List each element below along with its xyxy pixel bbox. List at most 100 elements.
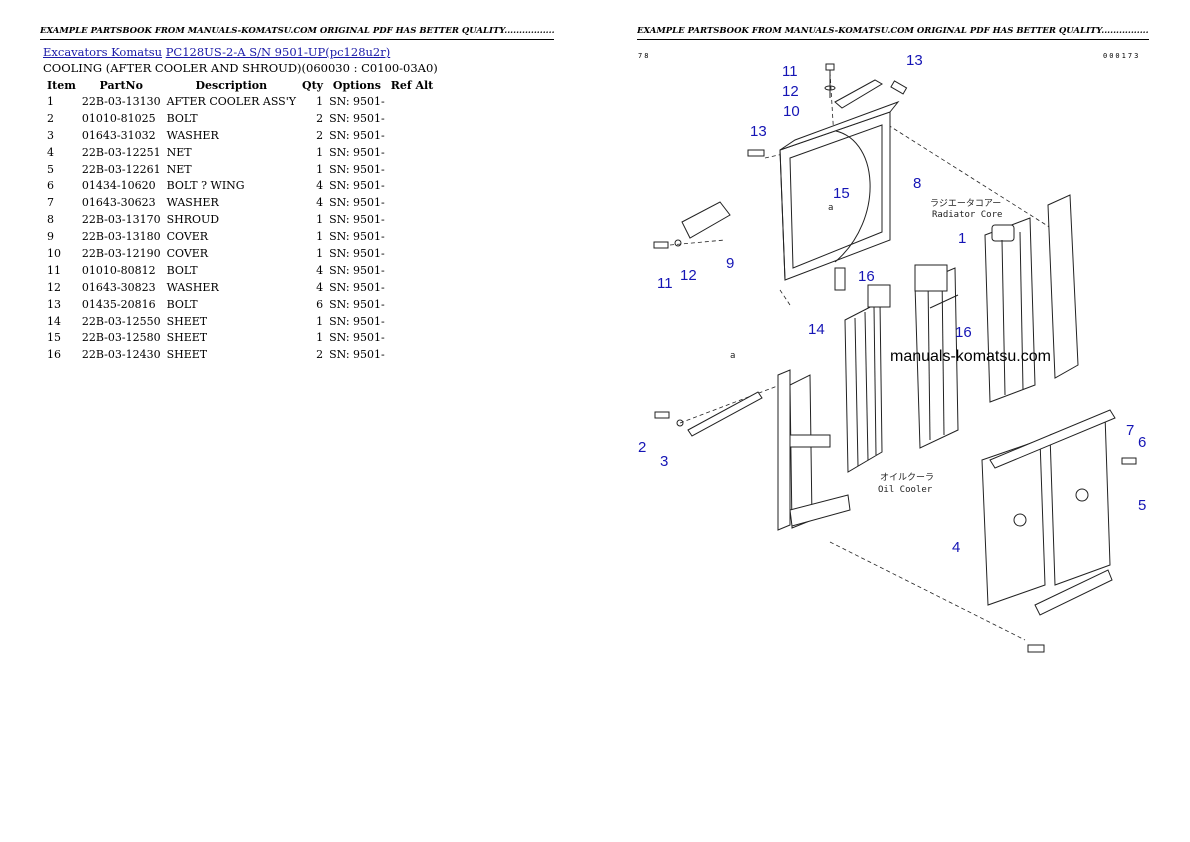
cell-refalt	[388, 177, 437, 194]
callout-item-16[interactable]: 16	[858, 268, 875, 285]
cell-partno: 22B-03-13180	[81, 230, 161, 244]
callout-item-6[interactable]: 6	[1138, 434, 1146, 451]
col-header-item: Item	[47, 78, 76, 92]
oil-cooler-part	[844, 284, 891, 473]
cell-item: 1	[47, 94, 54, 108]
cell-item: 15	[47, 331, 61, 345]
cell-item: 10	[47, 246, 61, 260]
parts-diagram: a ラジエータコアー Radiator Core オイルクーラ O	[638, 52, 1146, 653]
parts-table: Item PartNo Description Qty Options Ref …	[44, 77, 436, 363]
cell-qty: 1	[316, 246, 324, 260]
callout-item-4[interactable]: 4	[952, 539, 960, 556]
cell-refalt	[388, 228, 437, 245]
cell-item: 7	[47, 196, 54, 210]
breadcrumb-link-excavators[interactable]: Excavators Komatsu	[43, 45, 163, 59]
table-header-row: Item PartNo Description Qty Options Ref …	[44, 77, 436, 93]
cell-qty: 4	[316, 196, 324, 210]
cell-partno: 22B-03-12580	[81, 331, 161, 345]
cell-item: 12	[47, 280, 61, 294]
callout-item-2[interactable]: 2	[638, 439, 646, 456]
cell-options: SN: 9501-	[329, 297, 385, 311]
cell-qty: 1	[316, 94, 324, 108]
cell-description: BOLT	[166, 263, 198, 277]
callout-item-1[interactable]: 1	[958, 230, 966, 247]
cell-partno: 22B-03-12430	[81, 348, 161, 362]
callout-item-14[interactable]: 14	[808, 321, 825, 338]
cell-options: SN: 9501-	[329, 111, 385, 125]
ref-a-left: a	[730, 351, 735, 361]
callout-item-16[interactable]: 16	[955, 324, 972, 341]
cell-partno: 01010-80812	[81, 263, 156, 277]
cell-qty: 4	[316, 280, 324, 294]
cell-refalt	[388, 245, 437, 262]
cell-partno: 22B-03-12261	[81, 162, 161, 176]
cell-options: SN: 9501-	[329, 213, 385, 227]
cell-partno: 01434-10620	[81, 179, 156, 193]
cell-partno: 01010-81025	[81, 111, 156, 125]
callout-item-11[interactable]: 11	[782, 63, 798, 80]
cell-qty: 4	[316, 263, 324, 277]
watermark: manuals-komatsu.com	[890, 348, 1051, 365]
cell-options: SN: 9501-	[329, 280, 385, 294]
cell-partno: 01643-30623	[81, 196, 156, 210]
callout-item-8[interactable]: 8	[913, 175, 921, 192]
callout-item-13[interactable]: 13	[906, 52, 923, 69]
cell-description: BOLT ? WING	[166, 179, 245, 193]
cell-item: 14	[47, 314, 61, 328]
cell-options: SN: 9501-	[329, 145, 385, 159]
cell-description: SHEET	[166, 314, 208, 328]
cell-qty: 1	[316, 162, 324, 176]
cell-qty: 6	[316, 297, 324, 311]
cell-partno: 01643-31032	[81, 128, 156, 142]
cell-item: 3	[47, 128, 54, 142]
callout-item-11[interactable]: 11	[657, 275, 673, 292]
cell-qty: 1	[316, 331, 324, 345]
page-header-1: EXAMPLE PARTSBOOK FROM MANUALS-KOMATSU.C…	[40, 26, 554, 40]
cell-refalt	[388, 161, 437, 178]
cell-options: SN: 9501-	[329, 128, 385, 142]
cell-qty: 1	[316, 213, 324, 227]
callout-item-9[interactable]: 9	[726, 255, 734, 272]
cell-item: 16	[47, 348, 61, 362]
col-header-refalt: Ref Alt	[390, 78, 434, 92]
cell-refalt	[388, 313, 437, 330]
cell-options: SN: 9501-	[329, 348, 385, 362]
cell-item: 9	[47, 230, 54, 244]
col-header-description: Description	[195, 78, 268, 92]
cell-options: SN: 9501-	[329, 230, 385, 244]
callout-item-10[interactable]: 10	[783, 103, 800, 120]
callout-item-12[interactable]: 12	[680, 267, 697, 284]
cell-partno: 01643-30823	[81, 280, 156, 294]
callout-item-15[interactable]: 15	[833, 185, 850, 202]
callout-item-12[interactable]: 12	[782, 83, 799, 100]
cell-qty: 1	[316, 145, 324, 159]
cell-partno: 22B-03-13170	[81, 213, 161, 227]
breadcrumb-link-model[interactable]: PC128US-2-A S/N 9501-UP(pc128u2r)	[165, 45, 391, 59]
oil-cooler-label: Oil Cooler	[878, 485, 933, 495]
small-bolts-left	[653, 239, 846, 427]
callout-item-3[interactable]: 3	[660, 453, 668, 470]
cell-refalt	[388, 93, 437, 110]
after-cooler-part	[914, 264, 959, 449]
callout-item-13[interactable]: 13	[750, 123, 767, 140]
cell-options: SN: 9501-	[329, 314, 385, 328]
cell-options: SN: 9501-	[329, 246, 385, 260]
callout-item-7[interactable]: 7	[1126, 422, 1134, 439]
callout-item-5[interactable]: 5	[1138, 497, 1146, 514]
cell-description: AFTER COOLER ASS'Y	[166, 94, 296, 108]
col-header-qty: Qty	[302, 78, 324, 92]
cell-description: SHROUD	[166, 213, 220, 227]
cell-description: WASHER	[166, 280, 219, 294]
cell-refalt	[388, 346, 437, 363]
